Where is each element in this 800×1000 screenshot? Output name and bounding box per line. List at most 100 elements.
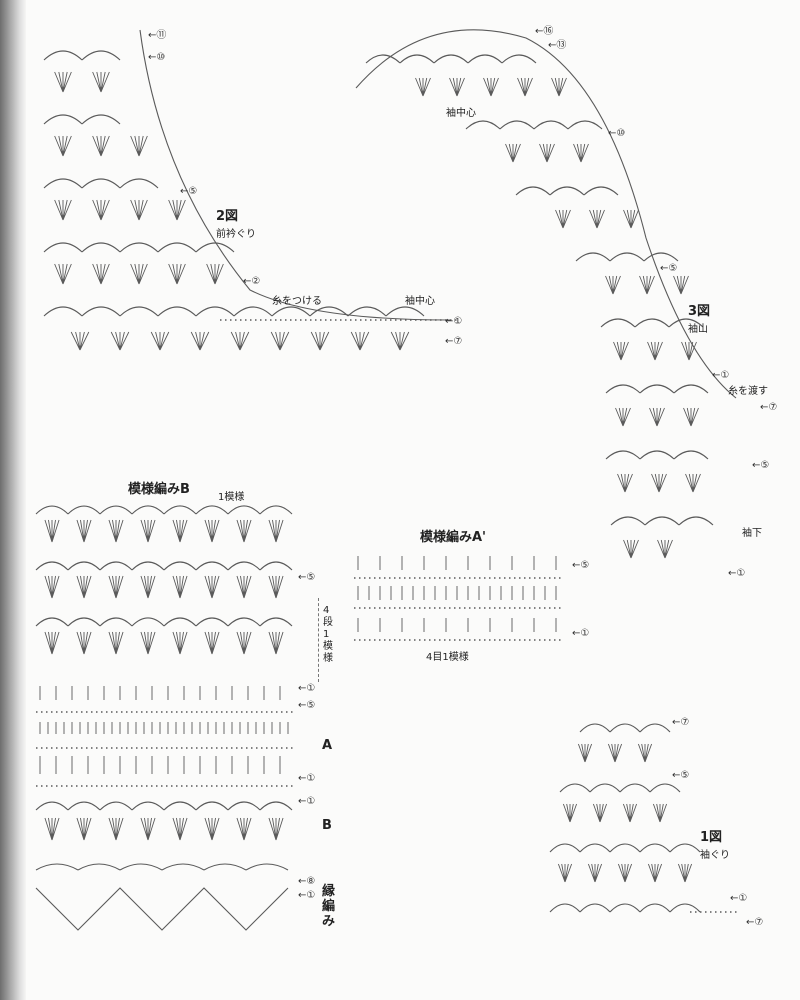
- shell-fan: [551, 77, 567, 97]
- chain-arch: [99, 561, 133, 571]
- chain-arch: [119, 863, 163, 871]
- chain-arch: [549, 903, 581, 913]
- chain-arch: [163, 801, 197, 811]
- chain-arch: [99, 801, 133, 811]
- chain-arch: [119, 242, 159, 253]
- row-mark-1c: ①: [298, 796, 315, 807]
- shell-fan: [677, 863, 693, 883]
- chain-arch: [669, 843, 701, 853]
- shell-fan: [505, 143, 521, 163]
- shell-fan: [54, 71, 72, 93]
- fig2-center-note: 袖中心: [405, 296, 435, 307]
- chain-arch: [81, 306, 121, 317]
- chain-arch: [668, 318, 704, 328]
- chain-arch: [195, 617, 229, 627]
- chain-arch: [67, 561, 101, 571]
- shell-fan: [76, 631, 92, 655]
- shell-fan: [92, 71, 110, 93]
- chain-arch: [35, 561, 69, 571]
- sleeve-cap-edge: [355, 29, 737, 399]
- chain-arch: [347, 306, 387, 317]
- shell-fan: [310, 331, 330, 351]
- shell-fan: [44, 631, 60, 655]
- fig3-subtitle: 袖山: [688, 324, 708, 335]
- shell-fan: [230, 331, 250, 351]
- shell-fan: [622, 803, 638, 823]
- chain-arch: [81, 114, 121, 125]
- chain-arch: [579, 903, 611, 913]
- shell-fan: [651, 473, 667, 493]
- chain-arch: [579, 843, 611, 853]
- chain-arch: [195, 306, 235, 317]
- shell-fan: [206, 263, 224, 285]
- chain-arch: [465, 120, 501, 130]
- fig2-join-note: 糸をつける: [272, 296, 322, 307]
- row-mark-5: ⑤: [180, 186, 197, 197]
- shell-fan: [172, 817, 188, 841]
- shell-fan: [172, 519, 188, 543]
- shell-fan: [92, 263, 110, 285]
- chain-arch: [619, 783, 651, 793]
- row-mark-10: ⑩: [608, 128, 625, 139]
- row-mark-7: ⑦: [760, 402, 777, 413]
- pattern-a-prime-title: 模様編みA': [420, 530, 487, 545]
- chain-arch: [195, 505, 229, 515]
- shell-fan: [555, 209, 571, 229]
- fig3-cross-note: 糸を渡す: [728, 386, 768, 397]
- chain-arch: [43, 114, 83, 125]
- shell-fan: [647, 341, 663, 361]
- row-mark-5: ⑤: [298, 572, 315, 583]
- shell-fan: [168, 263, 186, 285]
- chain-arch: [163, 617, 197, 627]
- row-mark-7: ⑦: [445, 336, 462, 347]
- pattern-a-prime-chart: [354, 556, 564, 641]
- fig2-subtitle: 前衿ぐり: [216, 229, 256, 240]
- chain-arch: [643, 252, 679, 262]
- chain-arch: [433, 54, 469, 64]
- shell-fan: [76, 575, 92, 599]
- shell-fan: [108, 575, 124, 599]
- chain-arch: [501, 54, 537, 64]
- shell-fan: [76, 519, 92, 543]
- shell-fan: [350, 331, 370, 351]
- shell-fan: [623, 539, 639, 559]
- armhole-chart: [549, 723, 740, 913]
- chain-arch: [81, 50, 121, 61]
- chain-arch: [43, 306, 83, 317]
- shell-fan: [647, 863, 663, 883]
- shell-fan: [168, 199, 186, 221]
- chain-arch: [203, 863, 247, 871]
- chain-arch: [385, 306, 425, 317]
- shell-fan: [172, 631, 188, 655]
- shell-fan: [54, 199, 72, 221]
- chain-arch: [119, 178, 159, 189]
- shell-fan: [685, 473, 701, 493]
- shell-fan: [613, 341, 629, 361]
- shell-fan: [130, 135, 148, 157]
- chain-arch: [81, 242, 121, 253]
- shell-fan: [236, 631, 252, 655]
- chain-arch: [67, 801, 101, 811]
- chain-arch: [579, 723, 611, 733]
- shell-fan: [54, 135, 72, 157]
- chain-arch: [309, 306, 349, 317]
- shell-fan: [589, 209, 605, 229]
- chain-arch: [131, 505, 165, 515]
- chain-arch: [43, 50, 83, 61]
- chain-arch: [161, 863, 205, 871]
- shell-fan: [268, 575, 284, 599]
- chain-arch: [163, 561, 197, 571]
- chain-arch: [77, 863, 121, 871]
- shell-fan: [649, 407, 665, 427]
- fig1-subtitle: 袖ぐり: [700, 850, 730, 861]
- chain-arch: [195, 561, 229, 571]
- shell-fan: [657, 539, 673, 559]
- chain-arch: [35, 505, 69, 515]
- rows-bracket: [318, 598, 319, 682]
- shell-fan: [605, 275, 621, 295]
- post-stitches: [39, 686, 281, 700]
- shell-fan: [617, 863, 633, 883]
- chain-arch: [227, 505, 261, 515]
- pattern-a-prime-repeat: 4目1模様: [426, 652, 469, 663]
- shell-fan: [44, 519, 60, 543]
